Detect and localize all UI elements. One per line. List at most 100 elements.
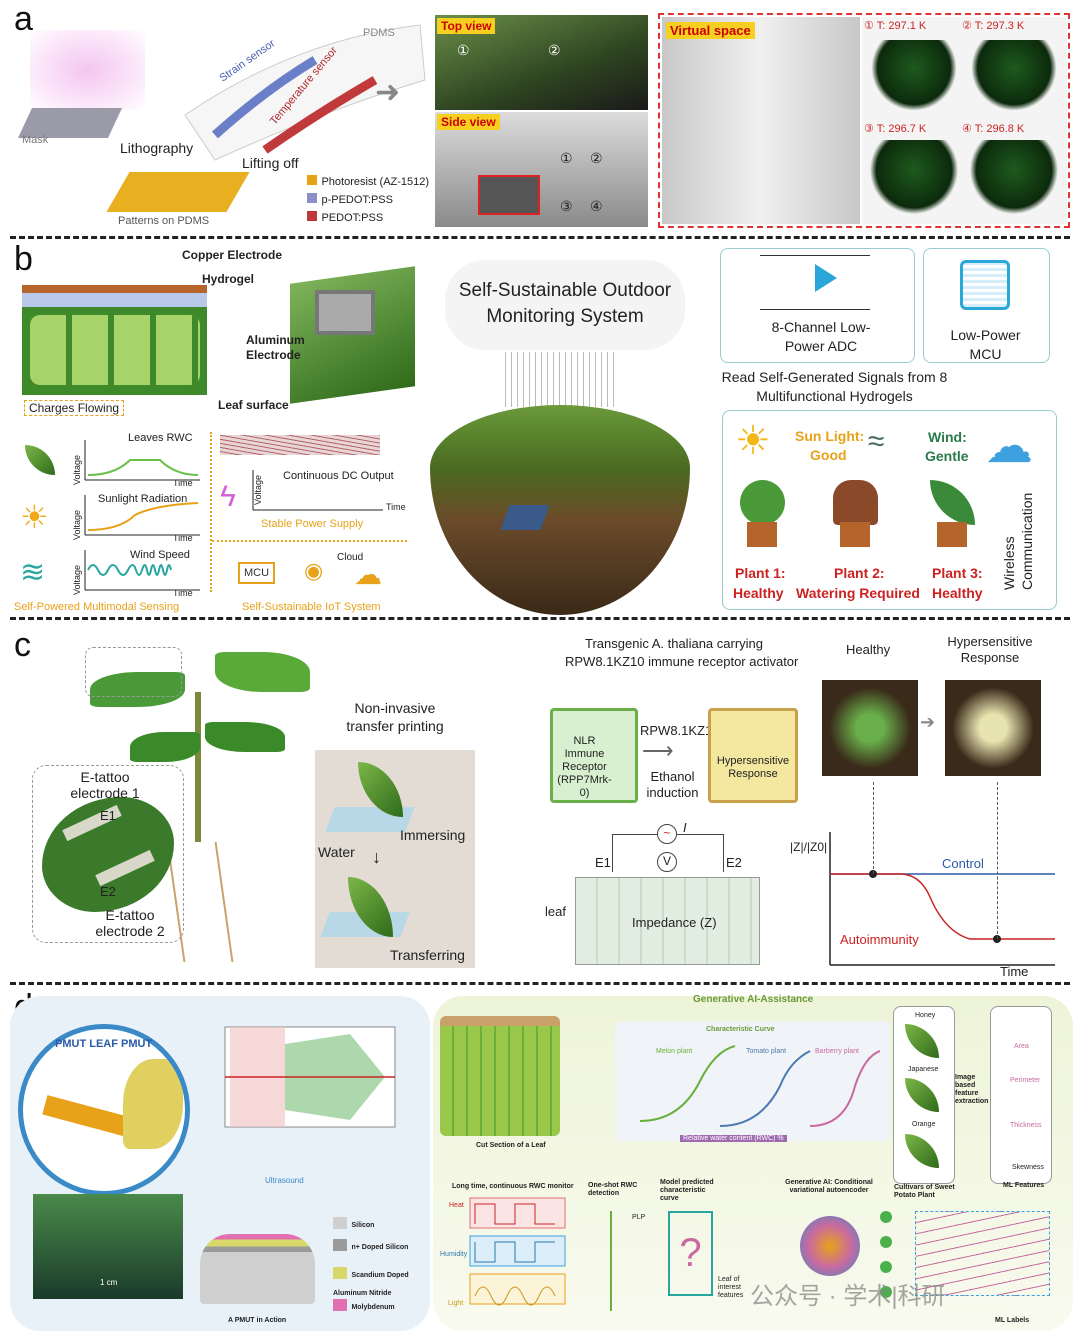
pmut-signal-plot [224,1026,396,1128]
sun-status-icon: ☀ [735,419,771,463]
dc-output-label: Continuous DC Output [283,470,394,482]
transgenic-line2: RPW8.1KZ10 immune receptor activator [565,654,799,669]
ml-features-panel [990,1006,1052,1184]
layer-swatch-scandium [333,1266,347,1279]
wind-label: Wind: [928,429,967,445]
down-arrow-icon: ↓ [372,847,381,867]
humidity-label: Humidity [440,1251,468,1258]
top-view-tag: Top view [437,18,496,34]
plp-label: PLP [632,1214,646,1221]
cultivars-caption: Cultivars of Sweet Potato Plant [894,1184,955,1199]
cloud-label: Cloud [337,552,364,563]
ultrasound-label: Ultrasound [265,1176,304,1185]
stable-power-label: Stable Power Supply [261,518,364,530]
temp-label-1: ① T: 297.1 K [864,19,926,32]
temp-value-4: T: 296.8 K [974,123,1025,135]
tattoo-zoom-box [85,647,182,697]
system-title: Self-Sustainable Outdoor Monitoring Syst… [458,280,672,327]
leaf-cube [290,266,415,404]
pmut-circle [18,1024,190,1196]
side-view-screen [478,175,540,215]
wind-status-icon: ≈ [868,425,885,458]
plant-1-image [735,480,790,550]
leaf-features-label: Leaf of interest features [718,1276,744,1299]
pmut-title: PMUT LEAF PMUT [55,1038,153,1050]
temp-label-3: ③ T: 296.7 K [864,122,926,135]
e2-label: E2 [100,884,116,899]
mcu-box [923,248,1050,363]
healthy-plant-photo [822,680,918,776]
panel-c: c E-tattoo electrode 1 E-tattoo electrod… [0,622,1080,980]
orange-divider [210,432,212,592]
divider-bc [10,617,1070,620]
pmut-action-label: A PMUT in Action [228,1317,287,1324]
rwc-time: Time [173,478,193,488]
rwc-axis: Voltage [72,454,83,486]
orange-hline [212,540,407,542]
wind-plot [84,550,200,591]
virtual-plant-4 [970,140,1058,215]
virtual-plant-3 [870,140,958,215]
cloud-download-icon: ☁ [985,420,1033,473]
hydrogel-label: Hydrogel [202,272,255,286]
plant-3-image [925,480,980,550]
rpw-label: RPW8.1KZ10 [640,723,720,738]
virtual-space-render [662,17,860,224]
etattoo2-label: E-tattoo electrode 2 [95,907,165,939]
autoimmunity-label: Autoimmunity [840,932,919,947]
panel-b: b Copper Electrode Hydrogel Aluminum Ele… [0,240,1080,618]
top-view-num-2: ② [548,42,561,58]
leaf-section [575,877,760,965]
char-curve-title: Characteristic Curve [706,1026,775,1033]
temp-value-3: T: 296.7 K [876,123,927,135]
charges-flowing-label: Charges Flowing [24,400,125,416]
sun-icon: ☀ [20,499,49,535]
layer-swatch-n-doped [333,1238,347,1251]
panel-label-c: c [14,626,31,664]
char-curve-box [615,1021,890,1141]
plant-2-status: Watering Required [796,585,920,601]
dc-axis: Voltage [253,474,264,506]
leaf-cells [30,315,200,385]
wind-icon: ≋ [20,556,46,589]
leaf-label: leaf [545,904,566,919]
mask-glow [30,30,145,110]
panel-label-a: a [14,0,33,38]
transgenic-line1: Transgenic A. thaliana carrying [585,636,764,651]
sun-light-label: Sun Light: [795,428,865,444]
power-icon: ϟ [220,480,236,513]
virtual-space-frame [658,13,1070,228]
hydrogel-layer [22,293,207,307]
copper-layer [22,285,207,293]
temp-num-1: ① [864,20,874,32]
control-label: Control [942,856,984,871]
side-view-num-3: ③ [560,198,573,214]
impedance-plot [829,832,1055,966]
layer-legend: Silicon n+ Doped Silicon Scandium Doped … [333,1214,423,1318]
impedance-label: Impedance (Z) [632,915,717,930]
cultivar-honey: Honey [915,1012,936,1019]
temp-value-2: T: 297.3 K [974,20,1025,32]
mcu-label: Low-Power MCU [950,327,1021,362]
sensor-film [184,24,426,161]
sunlight-time: Time [173,533,193,543]
plant-3-name: Plant 3: [932,565,983,581]
sensing-plots [84,440,200,591]
dc-output-plot [252,470,383,511]
rwc-plot [84,440,200,481]
immersing-label: Immersing [400,827,466,843]
e2-circuit-label: E2 [726,855,742,870]
plant-illustration [80,632,320,962]
process-arrow: ➜ [375,76,401,109]
temperature-sensor-trace [262,76,378,154]
voltmeter: V [657,852,677,872]
wind-time: Time [173,588,193,598]
legend-swatch-p-pedot [307,193,317,203]
transferring-label: Transferring [390,947,465,963]
legend-p-pedot: p-PEDOT:PSS [321,194,393,206]
e1-circuit-label: E1 [595,855,611,870]
hr-box-label: Hypersensitive Response [716,755,790,780]
divider-ab [10,236,1070,239]
curve-plant-tomato: Tomato plant [746,1048,787,1055]
image-feature-label: Image based feature extraction [955,1074,989,1105]
